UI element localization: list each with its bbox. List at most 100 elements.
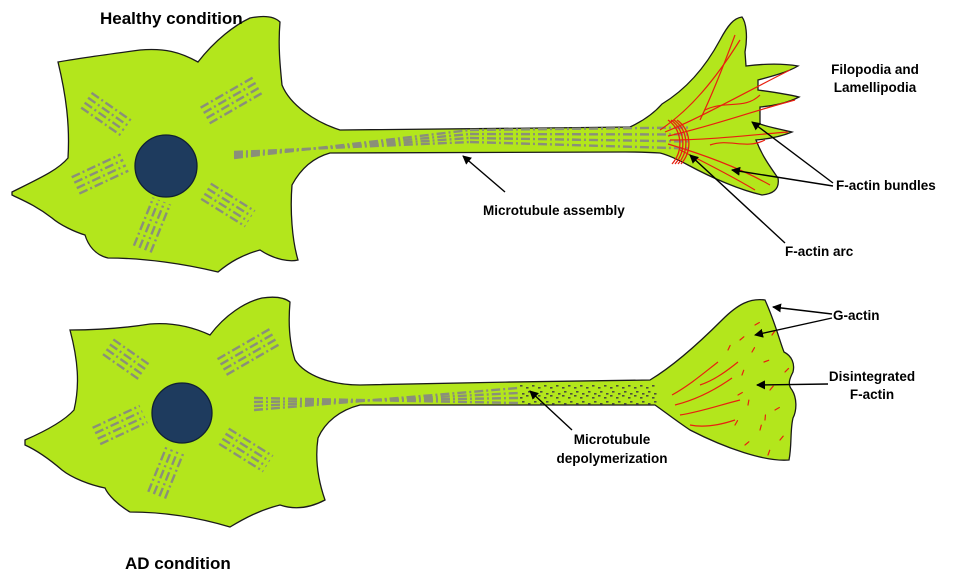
tubulin-fragment	[582, 393, 585, 395]
tubulin-fragment	[544, 397, 547, 399]
tubulin-fragment	[640, 397, 643, 399]
tubulin-fragment	[564, 391, 567, 393]
tubulin-fragment	[544, 385, 547, 387]
tubulin-fragment	[598, 387, 601, 389]
tubulin-fragment	[570, 393, 573, 395]
tubulin-fragment	[532, 385, 535, 387]
tubulin-fragment	[526, 387, 529, 389]
tubulin-fragment	[592, 397, 595, 399]
tubulin-fragment	[568, 385, 571, 387]
tubulin-fragment	[592, 385, 595, 387]
tubulin-fragment	[574, 387, 577, 389]
tubulin-fragment	[562, 395, 565, 397]
arrow-disintegrated-f-actin	[757, 384, 828, 385]
label-g-actin: G-actin	[833, 308, 880, 323]
tubulin-fragment	[594, 393, 597, 395]
healthy-title: Healthy condition	[100, 9, 243, 28]
tubulin-fragment	[540, 391, 543, 393]
tubulin-fragment	[538, 395, 541, 397]
tubulin-fragment	[636, 391, 639, 393]
tubulin-fragment	[556, 385, 559, 387]
tubulin-fragment	[550, 387, 553, 389]
tubulin-fragment	[522, 393, 525, 395]
tubulin-fragment	[654, 401, 657, 403]
tubulin-fragment	[582, 401, 585, 403]
tubulin-fragment	[624, 403, 627, 405]
tubulin-fragment	[616, 385, 619, 387]
tubulin-fragment	[594, 401, 597, 403]
tubulin-fragment	[622, 387, 625, 389]
tubulin-fragment	[580, 397, 583, 399]
tubulin-fragment	[526, 395, 529, 397]
healthy-nucleus	[135, 135, 197, 197]
tubulin-fragment	[552, 403, 555, 405]
tubulin-fragment	[522, 401, 525, 403]
ad-title: AD condition	[125, 554, 231, 573]
tubulin-fragment	[606, 401, 609, 403]
tubulin-fragment	[624, 391, 627, 393]
tubulin-fragment	[598, 395, 601, 397]
tubulin-fragment	[618, 401, 621, 403]
tubulin-fragment	[588, 403, 591, 405]
label-microtubule: Microtubule	[574, 432, 651, 447]
tubulin-fragment	[652, 385, 655, 387]
tubulin-fragment	[648, 403, 651, 405]
tubulin-fragment	[616, 397, 619, 399]
tubulin-fragment	[628, 385, 631, 387]
label-lamellipodia: Lamellipodia	[834, 80, 917, 95]
tubulin-fragment	[628, 397, 631, 399]
tubulin-fragment	[534, 401, 537, 403]
tubulin-fragment	[634, 387, 637, 389]
tubulin-fragment	[630, 393, 633, 395]
tubulin-fragment	[600, 403, 603, 405]
tubulin-fragment	[574, 395, 577, 397]
tubulin-fragment	[520, 397, 523, 399]
tubulin-fragment	[622, 395, 625, 397]
tubulin-fragment	[600, 391, 603, 393]
tubulin-fragment	[564, 403, 567, 405]
tubulin-fragment	[570, 401, 573, 403]
tubulin-fragment	[576, 403, 579, 405]
label-depolymerization: depolymerization	[556, 451, 667, 466]
tubulin-fragment	[532, 397, 535, 399]
tubulin-fragment	[610, 387, 613, 389]
label-disintegrated-f-actin: F-actin	[850, 387, 894, 402]
label-microtubule-assembly: Microtubule assembly	[483, 203, 625, 218]
tubulin-fragment	[520, 385, 523, 387]
tubulin-fragment	[576, 391, 579, 393]
tubulin-fragment	[654, 393, 657, 395]
tubulin-fragment	[610, 395, 613, 397]
tubulin-fragment	[558, 393, 561, 395]
tubulin-fragment	[604, 385, 607, 387]
label-f-actin-arc: F-actin arc	[785, 244, 854, 259]
tubulin-fragment	[606, 393, 609, 395]
arrow-g-actin-1	[773, 307, 832, 314]
tubulin-fragment	[568, 397, 571, 399]
tubulin-fragment	[546, 401, 549, 403]
healthy-neuron	[12, 17, 799, 272]
arrow-microtubule-assembly	[463, 156, 505, 192]
tubulin-fragment	[604, 397, 607, 399]
tubulin-fragment	[634, 395, 637, 397]
tubulin-fragment	[642, 401, 645, 403]
tubulin-fragment	[636, 403, 639, 405]
label-disintegrated: Disintegrated	[829, 369, 915, 384]
tubulin-fragment	[648, 391, 651, 393]
tubulin-fragment	[618, 393, 621, 395]
tubulin-fragment	[612, 391, 615, 393]
tubulin-fragment	[540, 403, 543, 405]
tubulin-fragment	[586, 387, 589, 389]
tubulin-fragment	[556, 397, 559, 399]
tubulin-fragment	[630, 401, 633, 403]
tubulin-fragment	[642, 393, 645, 395]
tubulin-fragment	[546, 393, 549, 395]
tubulin-fragment	[646, 387, 649, 389]
label-filopodia: Filopodia and	[831, 62, 919, 77]
tubulin-fragment	[528, 403, 531, 405]
tubulin-fragment	[558, 401, 561, 403]
tubulin-fragment	[552, 391, 555, 393]
ad-neuron-body	[25, 297, 796, 527]
tubulin-fragment	[562, 387, 565, 389]
tubulin-fragment	[612, 403, 615, 405]
